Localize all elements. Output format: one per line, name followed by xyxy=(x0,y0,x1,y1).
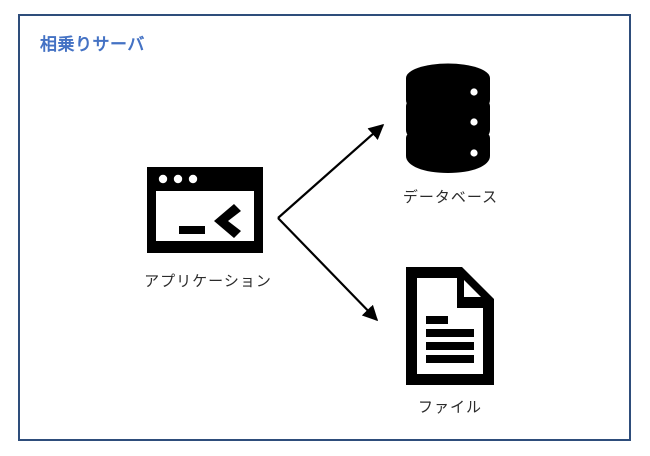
document-file-icon xyxy=(406,267,494,385)
node-label-application: アプリケーション xyxy=(144,273,272,290)
arrow-app-to-file xyxy=(277,217,379,322)
node-label-file: ファイル xyxy=(417,399,482,416)
server-boundary-box xyxy=(18,14,631,441)
terminal-window-icon xyxy=(147,167,263,253)
node-label-database: データベース xyxy=(402,189,499,206)
group-title: 相乗りサーバ xyxy=(40,35,145,54)
arrow-app-to-database xyxy=(277,123,385,219)
database-cylinder-icon xyxy=(406,63,490,173)
